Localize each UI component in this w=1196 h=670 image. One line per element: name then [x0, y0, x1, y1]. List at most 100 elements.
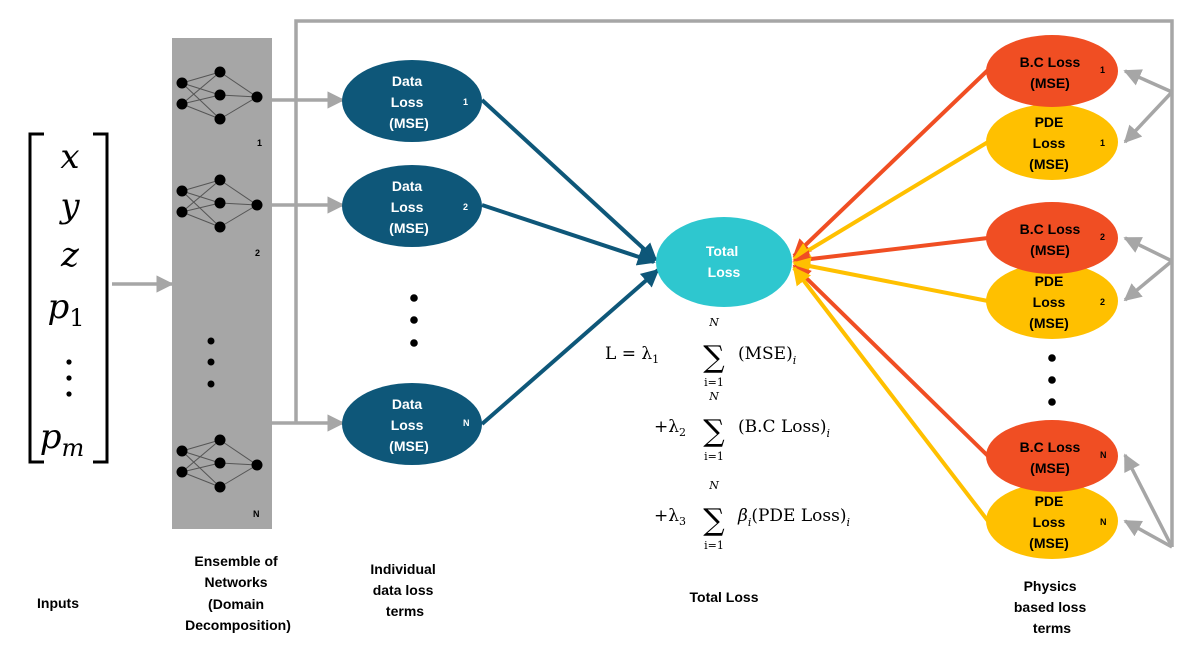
physics-to-total-arrows: [792, 68, 990, 523]
network-neuron: [214, 457, 226, 469]
network-edge: [181, 450, 221, 488]
network-edge: [181, 82, 221, 96]
input-y: y: [58, 186, 80, 226]
bc-loss-label: B.C Loss(MSE): [1020, 439, 1081, 476]
network-edge: [219, 204, 258, 228]
bc-loss-index: N: [1100, 450, 1107, 460]
network-edge: [181, 190, 221, 228]
network-index-1: 1: [257, 138, 262, 148]
data1-to-total-arrow: [480, 98, 658, 262]
network-edge: [181, 82, 221, 120]
network-neuron: [251, 199, 263, 211]
equation-term-2-sum-bottom: i=1: [704, 450, 724, 463]
data-loss-label: Data Loss (MSE): [389, 396, 429, 454]
network-edge: [219, 96, 258, 120]
pde1-to-total-arrow: [792, 140, 990, 261]
bc2-to-total-arrow: [792, 236, 989, 269]
pde-loss-index: N: [1100, 517, 1107, 527]
network-neuron: [214, 221, 226, 233]
equation-term-3: +λ3 N ∑ i=1 βi(PDE Loss)i: [654, 479, 850, 552]
network-edge: [181, 94, 221, 105]
bc-loss-1: B.C Loss(MSE)1: [986, 35, 1118, 107]
data-to-total-arrows: [480, 98, 660, 426]
data-loss-index: 2: [463, 202, 468, 212]
pde-loss-index: 1: [1100, 138, 1105, 148]
network-edge: [181, 211, 221, 228]
equation-term-2: +λ2 N ∑ i=1 (B.C Loss)i: [654, 390, 830, 463]
equation-term-2-body: (B.C Loss)i: [738, 417, 830, 440]
feedback-arrow-pde-2: [1123, 259, 1174, 302]
network-neuron: [214, 66, 226, 78]
caption-total-loss: Total Loss: [690, 589, 759, 605]
feedback-arrow-bc-n: [1123, 453, 1174, 548]
input-pm: pm: [40, 417, 85, 462]
feedback-arrow-pde-1: [1123, 90, 1174, 144]
bc-loss-2: B.C Loss(MSE) 2: [986, 202, 1118, 274]
feedback-line: [294, 19, 1174, 547]
feedback-arrow-pde-n: [1123, 519, 1173, 549]
network-neuron: [214, 174, 226, 186]
network-edge: [181, 450, 221, 464]
network-index-2: 2: [255, 248, 260, 258]
equation-term-1-sigma: ∑: [703, 340, 725, 375]
ensemble-networks: [176, 66, 263, 493]
network-edge: [181, 462, 221, 473]
ensemble-vdots: [207, 337, 215, 388]
equation-term-3-body: βi(PDE Loss)i: [737, 506, 850, 529]
pde-loss-ellipse: [986, 263, 1118, 339]
feedback-loop: [294, 19, 1174, 549]
caption-ensemble: Ensemble of Networks (Domain Decompositi…: [185, 553, 291, 633]
input-p1: p1: [47, 287, 84, 332]
network-neuron: [214, 434, 226, 446]
network-to-data-arrows: [272, 91, 345, 432]
pde-loss-index: 2: [1100, 297, 1105, 307]
feedback-arrow-bc-1: [1123, 69, 1173, 94]
bc-loss-label: B.C Loss(MSE): [1020, 221, 1081, 258]
pden-to-total-arrow: [792, 266, 990, 523]
data-loss-index: 1: [463, 97, 468, 107]
feedback-arrow-bc-2: [1123, 236, 1173, 263]
datan-to-total-arrow: [480, 268, 660, 426]
total-loss-ellipse: [656, 217, 792, 307]
data-loss-n: Data Loss (MSE) N: [342, 383, 482, 465]
caption-physics-loss: Physics based loss terms: [1014, 578, 1090, 636]
data-loss-label: Data Loss (MSE): [389, 178, 429, 236]
data-loss-index: N: [463, 418, 470, 428]
equation-term-2-prefix: +λ2: [654, 417, 686, 439]
total-loss-node: Total Loss: [656, 217, 792, 307]
bc-loss-index: 1: [1100, 65, 1105, 75]
left-bracket: [28, 132, 44, 464]
equation-term-3-sum-bottom: i=1: [704, 539, 724, 552]
network-neuron: [176, 185, 188, 197]
bc-loss-index: 2: [1100, 232, 1105, 242]
right-bracket: [93, 132, 109, 464]
bcn-to-total-arrow: [792, 264, 990, 458]
equation-term-1-prefix: L = λ1: [605, 344, 659, 366]
network-edge: [219, 462, 258, 466]
data-loss-1: Data Loss (MSE) 1: [342, 60, 482, 142]
network-neuron: [214, 197, 226, 209]
pde-loss-ellipse: [986, 483, 1118, 559]
network-edge: [181, 439, 221, 452]
bc-loss-ellipse: [986, 35, 1118, 107]
network-edge: [181, 71, 221, 105]
physics-loss-vdots: [1048, 354, 1056, 406]
data-loss-ellipse: [342, 383, 482, 465]
loss-equation: L = λ1 N ∑ i=1 (MSE)i +λ2 N ∑ i=1 (B.C L…: [605, 316, 850, 552]
network-neuron: [214, 481, 226, 493]
equation-term-3-prefix: +λ3: [654, 506, 686, 528]
network-neuron: [176, 98, 188, 110]
network-n: [176, 434, 263, 493]
network-1: [176, 66, 263, 125]
equation-term-1: L = λ1 N ∑ i=1 (MSE)i: [605, 316, 796, 389]
network-edge: [181, 439, 221, 473]
data-loss-vdots: [410, 294, 418, 347]
caption-data-loss: Individual data loss terms: [370, 561, 439, 619]
network-edge: [219, 202, 258, 206]
